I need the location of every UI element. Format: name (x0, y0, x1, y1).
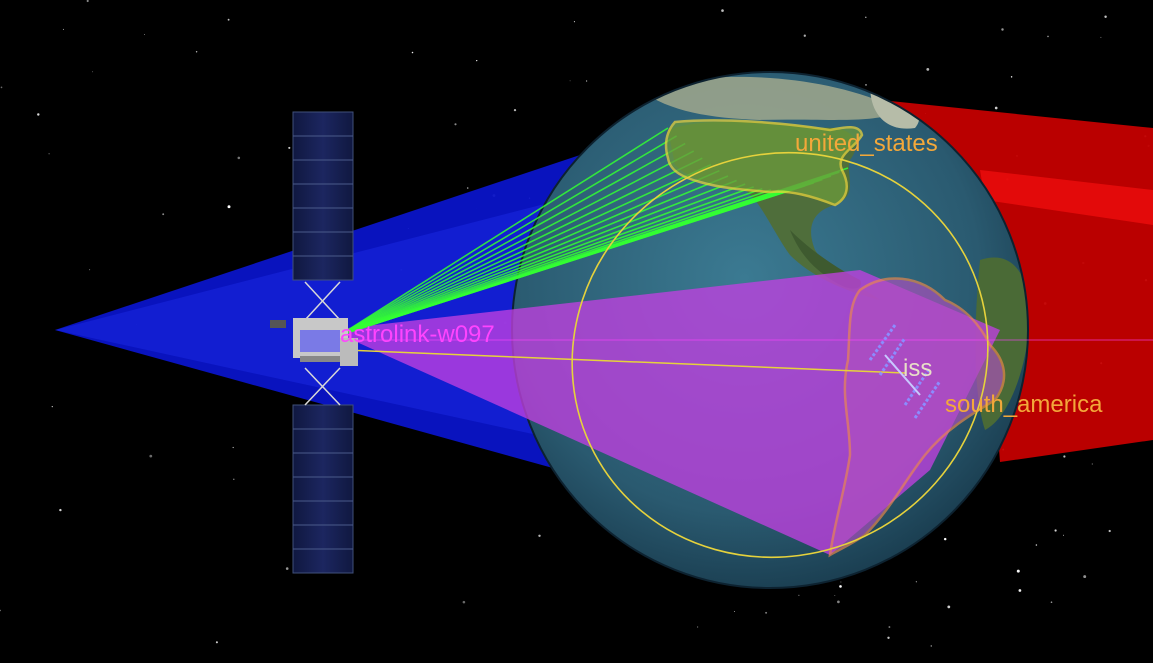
star (513, 108, 517, 112)
star (798, 594, 800, 596)
star (930, 645, 932, 647)
beam-ray (339, 163, 712, 336)
beam-ray (339, 175, 729, 336)
beam-ray (339, 167, 849, 336)
station-label: iss (903, 355, 932, 382)
star (232, 446, 234, 449)
star (1083, 575, 1087, 579)
beam-ray (339, 127, 669, 336)
star (144, 34, 146, 35)
star (227, 205, 231, 209)
star (59, 508, 62, 512)
south-america-label: south_america (945, 391, 1103, 418)
star (721, 9, 724, 12)
star (285, 567, 289, 570)
star (48, 153, 50, 155)
united-states-label: united_states (795, 130, 938, 157)
star (840, 581, 842, 583)
star (466, 187, 469, 189)
star (834, 595, 836, 596)
star (62, 28, 64, 30)
star (926, 67, 930, 71)
united-states-region (664, 119, 864, 207)
star (915, 581, 917, 583)
star (765, 611, 768, 614)
star (89, 269, 91, 271)
star (803, 34, 806, 37)
star (839, 585, 842, 588)
star (37, 113, 40, 116)
star (1104, 15, 1107, 18)
star (1063, 455, 1066, 458)
star (1050, 601, 1053, 604)
beam-ray (339, 142, 686, 336)
beam-ray (339, 135, 678, 336)
satellite-icon (270, 111, 358, 574)
star (1054, 529, 1057, 532)
star (538, 534, 541, 537)
south-america-beam (330, 270, 1000, 555)
star (1018, 589, 1022, 592)
star (585, 80, 588, 82)
star (888, 626, 891, 628)
star (733, 610, 735, 612)
star (1010, 76, 1013, 78)
star (454, 123, 457, 126)
star (1091, 463, 1093, 465)
star (149, 454, 153, 458)
star (92, 71, 94, 73)
star (411, 51, 414, 54)
star (837, 600, 840, 604)
star (1100, 36, 1102, 38)
star (1035, 544, 1038, 546)
satellite-label: astrolink-w097 (340, 321, 495, 348)
star (1062, 534, 1065, 536)
shadow-cone-band (980, 170, 1153, 225)
star (943, 537, 947, 541)
beam-ray (339, 183, 746, 336)
star (865, 16, 867, 19)
star (51, 405, 53, 408)
star (994, 106, 998, 110)
star (195, 51, 198, 53)
star (215, 641, 218, 644)
north-landmass (640, 76, 900, 120)
beam-ray (339, 150, 695, 336)
star (1047, 35, 1049, 38)
star (0, 609, 1, 612)
beam-ray (339, 179, 737, 336)
star (227, 18, 230, 21)
star (462, 600, 466, 604)
star (86, 0, 89, 3)
space-station-icon (868, 324, 942, 419)
star (233, 478, 235, 481)
star (865, 84, 867, 86)
star (1001, 28, 1004, 31)
orbit-track (571, 151, 989, 559)
satellite-station-link (344, 349, 906, 374)
star (288, 146, 291, 149)
star (476, 59, 478, 62)
star (1016, 569, 1020, 573)
star (162, 213, 165, 216)
star (947, 605, 951, 609)
star (237, 156, 241, 160)
star (887, 636, 890, 639)
star (1108, 529, 1111, 533)
star (0, 86, 3, 89)
star (569, 80, 571, 82)
star (696, 626, 699, 628)
star (573, 21, 575, 23)
beam-ray (339, 157, 703, 336)
